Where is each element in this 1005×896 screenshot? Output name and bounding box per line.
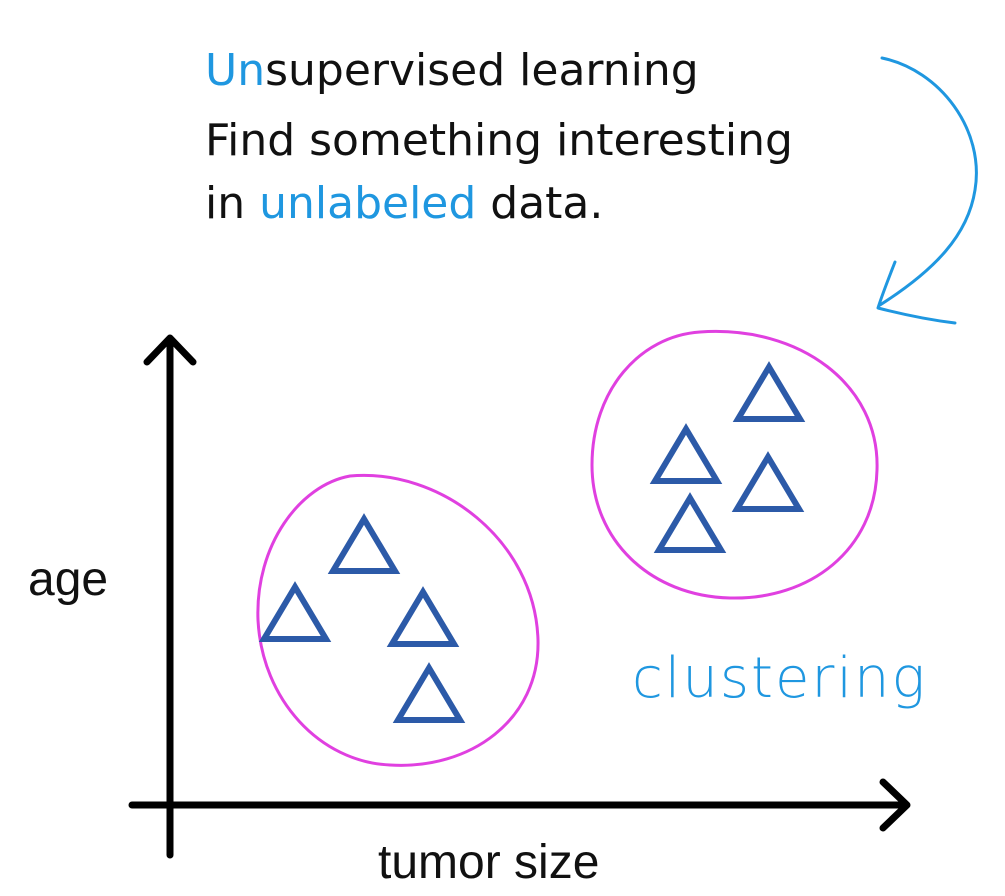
triangle-marker-icon — [653, 492, 727, 553]
y-axis-label: age — [28, 553, 108, 606]
triangle-marker-icon — [258, 581, 332, 642]
heading-line-3: in unlabeled data. — [205, 178, 603, 229]
triangle-marker-icon — [386, 586, 460, 647]
triangle-marker-icon — [649, 423, 723, 484]
heading-line-1: Unsupervised learning — [205, 45, 699, 96]
heading-line-3-start: in — [205, 178, 259, 229]
heading-accent-un: Un — [205, 45, 265, 96]
triangle-marker-icon — [732, 361, 806, 422]
heading-line-1-rest: supervised learning — [265, 45, 699, 96]
triangle-marker-icon — [731, 451, 805, 512]
heading-line-3-end: data. — [476, 178, 603, 229]
x-axis-label: tumor size — [378, 836, 599, 889]
x-axis — [128, 778, 911, 832]
clustering-annotation: clustering — [632, 646, 927, 711]
heading-accent-unlabeled: unlabeled — [259, 178, 476, 229]
left-cluster-outline — [256, 473, 540, 767]
y-axis — [143, 334, 197, 859]
triangle-marker-icon — [327, 513, 401, 574]
right-cluster-outline — [590, 329, 879, 600]
curved-arrow-icon — [876, 56, 978, 325]
right-cluster — [590, 329, 879, 600]
left-cluster — [256, 473, 540, 767]
heading-line-2: Find something interesting — [205, 115, 793, 166]
triangle-marker-icon — [392, 662, 466, 723]
